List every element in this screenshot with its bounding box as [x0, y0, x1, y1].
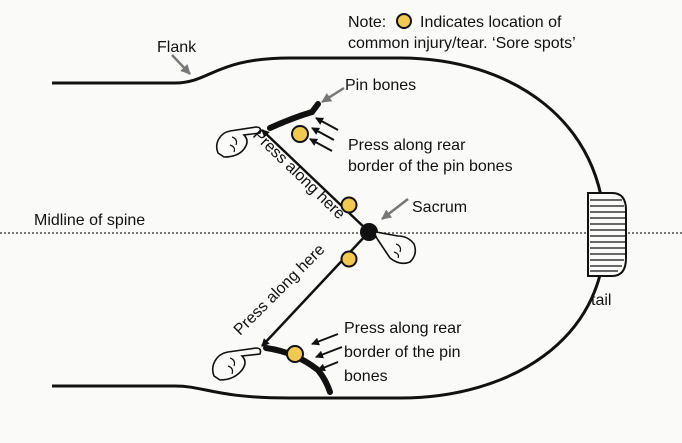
- pointing-hand-icon: [213, 348, 261, 380]
- note-label-rest: Indicates location of: [420, 14, 562, 31]
- arrow-icon: [316, 118, 338, 130]
- pin-bones-label: Pin bones: [345, 77, 416, 94]
- upper-press-rear-label-1: Press along rear: [348, 137, 466, 154]
- arrow-icon: [318, 362, 338, 370]
- sore-spot-icon: [287, 346, 303, 362]
- lower-press-rear-label-3: bones: [344, 368, 388, 385]
- arrow-icon: [310, 139, 332, 151]
- sacrum-pointer-arrow-icon: [382, 199, 408, 219]
- sacrum-label: Sacrum: [412, 199, 467, 216]
- note-legend-spot-icon: [397, 14, 411, 28]
- arrow-icon: [316, 347, 342, 357]
- tail: [588, 193, 626, 276]
- upper-pin-bone: [270, 104, 318, 128]
- note-label-line2: common injury/tear. ‘Sore spots’: [348, 35, 576, 52]
- upper-press-rear-label-2: border of the pin bones: [348, 158, 513, 175]
- lower-press-rear-label-2: border of the pin: [344, 344, 461, 361]
- sore-spot-icon: [292, 126, 308, 142]
- tail-label: tail: [591, 292, 611, 309]
- flank-label: Flank: [157, 39, 197, 56]
- flank-pointer-arrow-icon: [172, 55, 190, 74]
- arrow-icon: [312, 334, 338, 344]
- arrow-icon: [312, 128, 334, 140]
- note-label: Note:: [348, 14, 386, 31]
- pointing-hand-icon: [375, 232, 415, 263]
- lower-press-rear-label-1: Press along rear: [344, 320, 462, 337]
- midline-label: Midline of spine: [34, 212, 145, 229]
- pin-bones-pointer-arrow-icon: [322, 88, 344, 102]
- sore-spot-icon: [342, 252, 357, 267]
